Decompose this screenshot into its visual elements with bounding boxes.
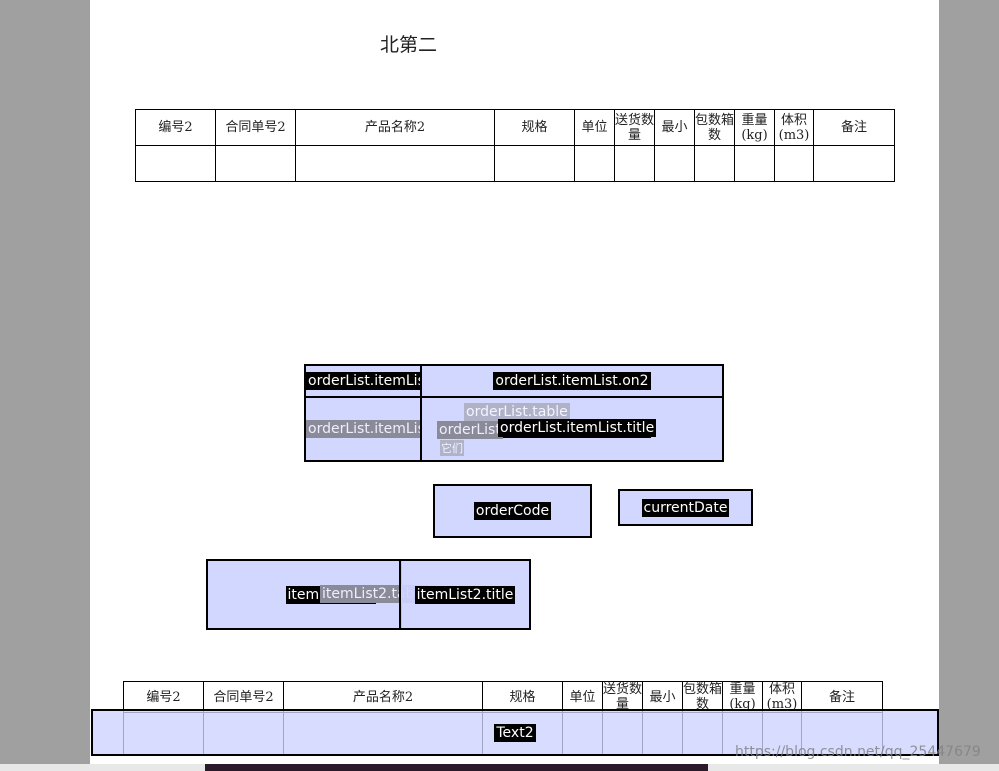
body-cell[interactable] — [774, 145, 814, 182]
header-cell[interactable]: 产品名称2 — [295, 109, 495, 146]
body-cell[interactable] — [694, 145, 735, 182]
field-label: orderList.itemList.table — [306, 420, 420, 438]
field-text2[interactable]: Text2 — [91, 709, 939, 756]
header-cell[interactable]: 最小 — [642, 681, 683, 713]
watermark: https://blog.csdn.net/qq_25447679 — [735, 744, 981, 760]
field-label-title-overlay: orderList.itemList.title — [498, 419, 657, 437]
header-cell[interactable]: 送货数量 — [614, 109, 655, 146]
field-orderlist-on2[interactable]: orderList.itemList.on2 — [420, 364, 724, 398]
field-ordercode[interactable]: orderCode — [433, 484, 592, 538]
header-cell[interactable]: 产品名称2 — [283, 681, 483, 713]
header-cell[interactable]: 备注 — [801, 681, 883, 713]
body-cell[interactable] — [654, 145, 695, 182]
header-cell[interactable]: 重量(kg) — [722, 681, 763, 713]
header-cell[interactable]: 单位 — [574, 109, 615, 146]
header-table-top: 编号2 合同单号2 产品名称2 规格 单位 送货数量 最小 包数箱数 重量(kg… — [135, 109, 895, 182]
body-cell[interactable] — [494, 145, 575, 182]
field-itemlist2-title[interactable]: itemList2.title — [399, 559, 531, 630]
ghost-label-small: 它们 — [440, 440, 464, 456]
body-cell[interactable] — [614, 145, 655, 182]
ghost-label-table: orderList.table — [464, 403, 570, 421]
header-cell[interactable]: 体积(m3) — [774, 109, 814, 146]
field-orderlist-on1[interactable]: orderList.itemList.on1 — [304, 364, 422, 398]
header-cell[interactable]: 编号2 — [123, 681, 204, 713]
field-orderlist-table[interactable]: orderList.itemList.table — [304, 396, 422, 462]
report-title[interactable]: 北第二 — [380, 34, 438, 56]
body-cell[interactable] — [135, 145, 216, 182]
body-cell[interactable] — [295, 145, 495, 182]
bottom-strip-dark — [205, 764, 708, 771]
header-cell[interactable]: 包数箱数 — [694, 109, 735, 146]
header-cell[interactable]: 体积(m3) — [762, 681, 802, 713]
bottom-strip — [0, 764, 999, 771]
header-cell[interactable]: 单位 — [562, 681, 603, 713]
body-cell[interactable] — [574, 145, 615, 182]
ghost-label-orderlist: orderList — [437, 421, 503, 439]
header-cell[interactable]: 合同单号2 — [203, 681, 284, 713]
header-cell[interactable]: 重量(kg) — [734, 109, 775, 146]
header-cell[interactable]: 送货数量 — [602, 681, 643, 713]
field-currentdate[interactable]: currentDate — [618, 489, 753, 526]
field-label: orderList.itemList.on1 — [306, 372, 420, 390]
field-label: currentDate — [641, 498, 730, 517]
body-cell[interactable] — [215, 145, 296, 182]
header-cell[interactable]: 备注 — [813, 109, 895, 146]
header-cell[interactable]: 最小 — [654, 109, 695, 146]
header-cell[interactable]: 合同单号2 — [215, 109, 296, 146]
field-label: orderCode — [473, 502, 552, 520]
field-label: itemList2.title — [414, 585, 516, 604]
header-cell[interactable]: 规格 — [482, 681, 563, 713]
body-cell[interactable] — [813, 145, 895, 182]
field-label: orderList.itemList.on2 — [493, 372, 651, 390]
header-cell[interactable]: 规格 — [494, 109, 575, 146]
field-label: Text2 — [494, 723, 536, 742]
body-cell[interactable] — [734, 145, 775, 182]
header-cell[interactable]: 编号2 — [135, 109, 216, 146]
header-cell[interactable]: 包数箱数 — [682, 681, 723, 713]
